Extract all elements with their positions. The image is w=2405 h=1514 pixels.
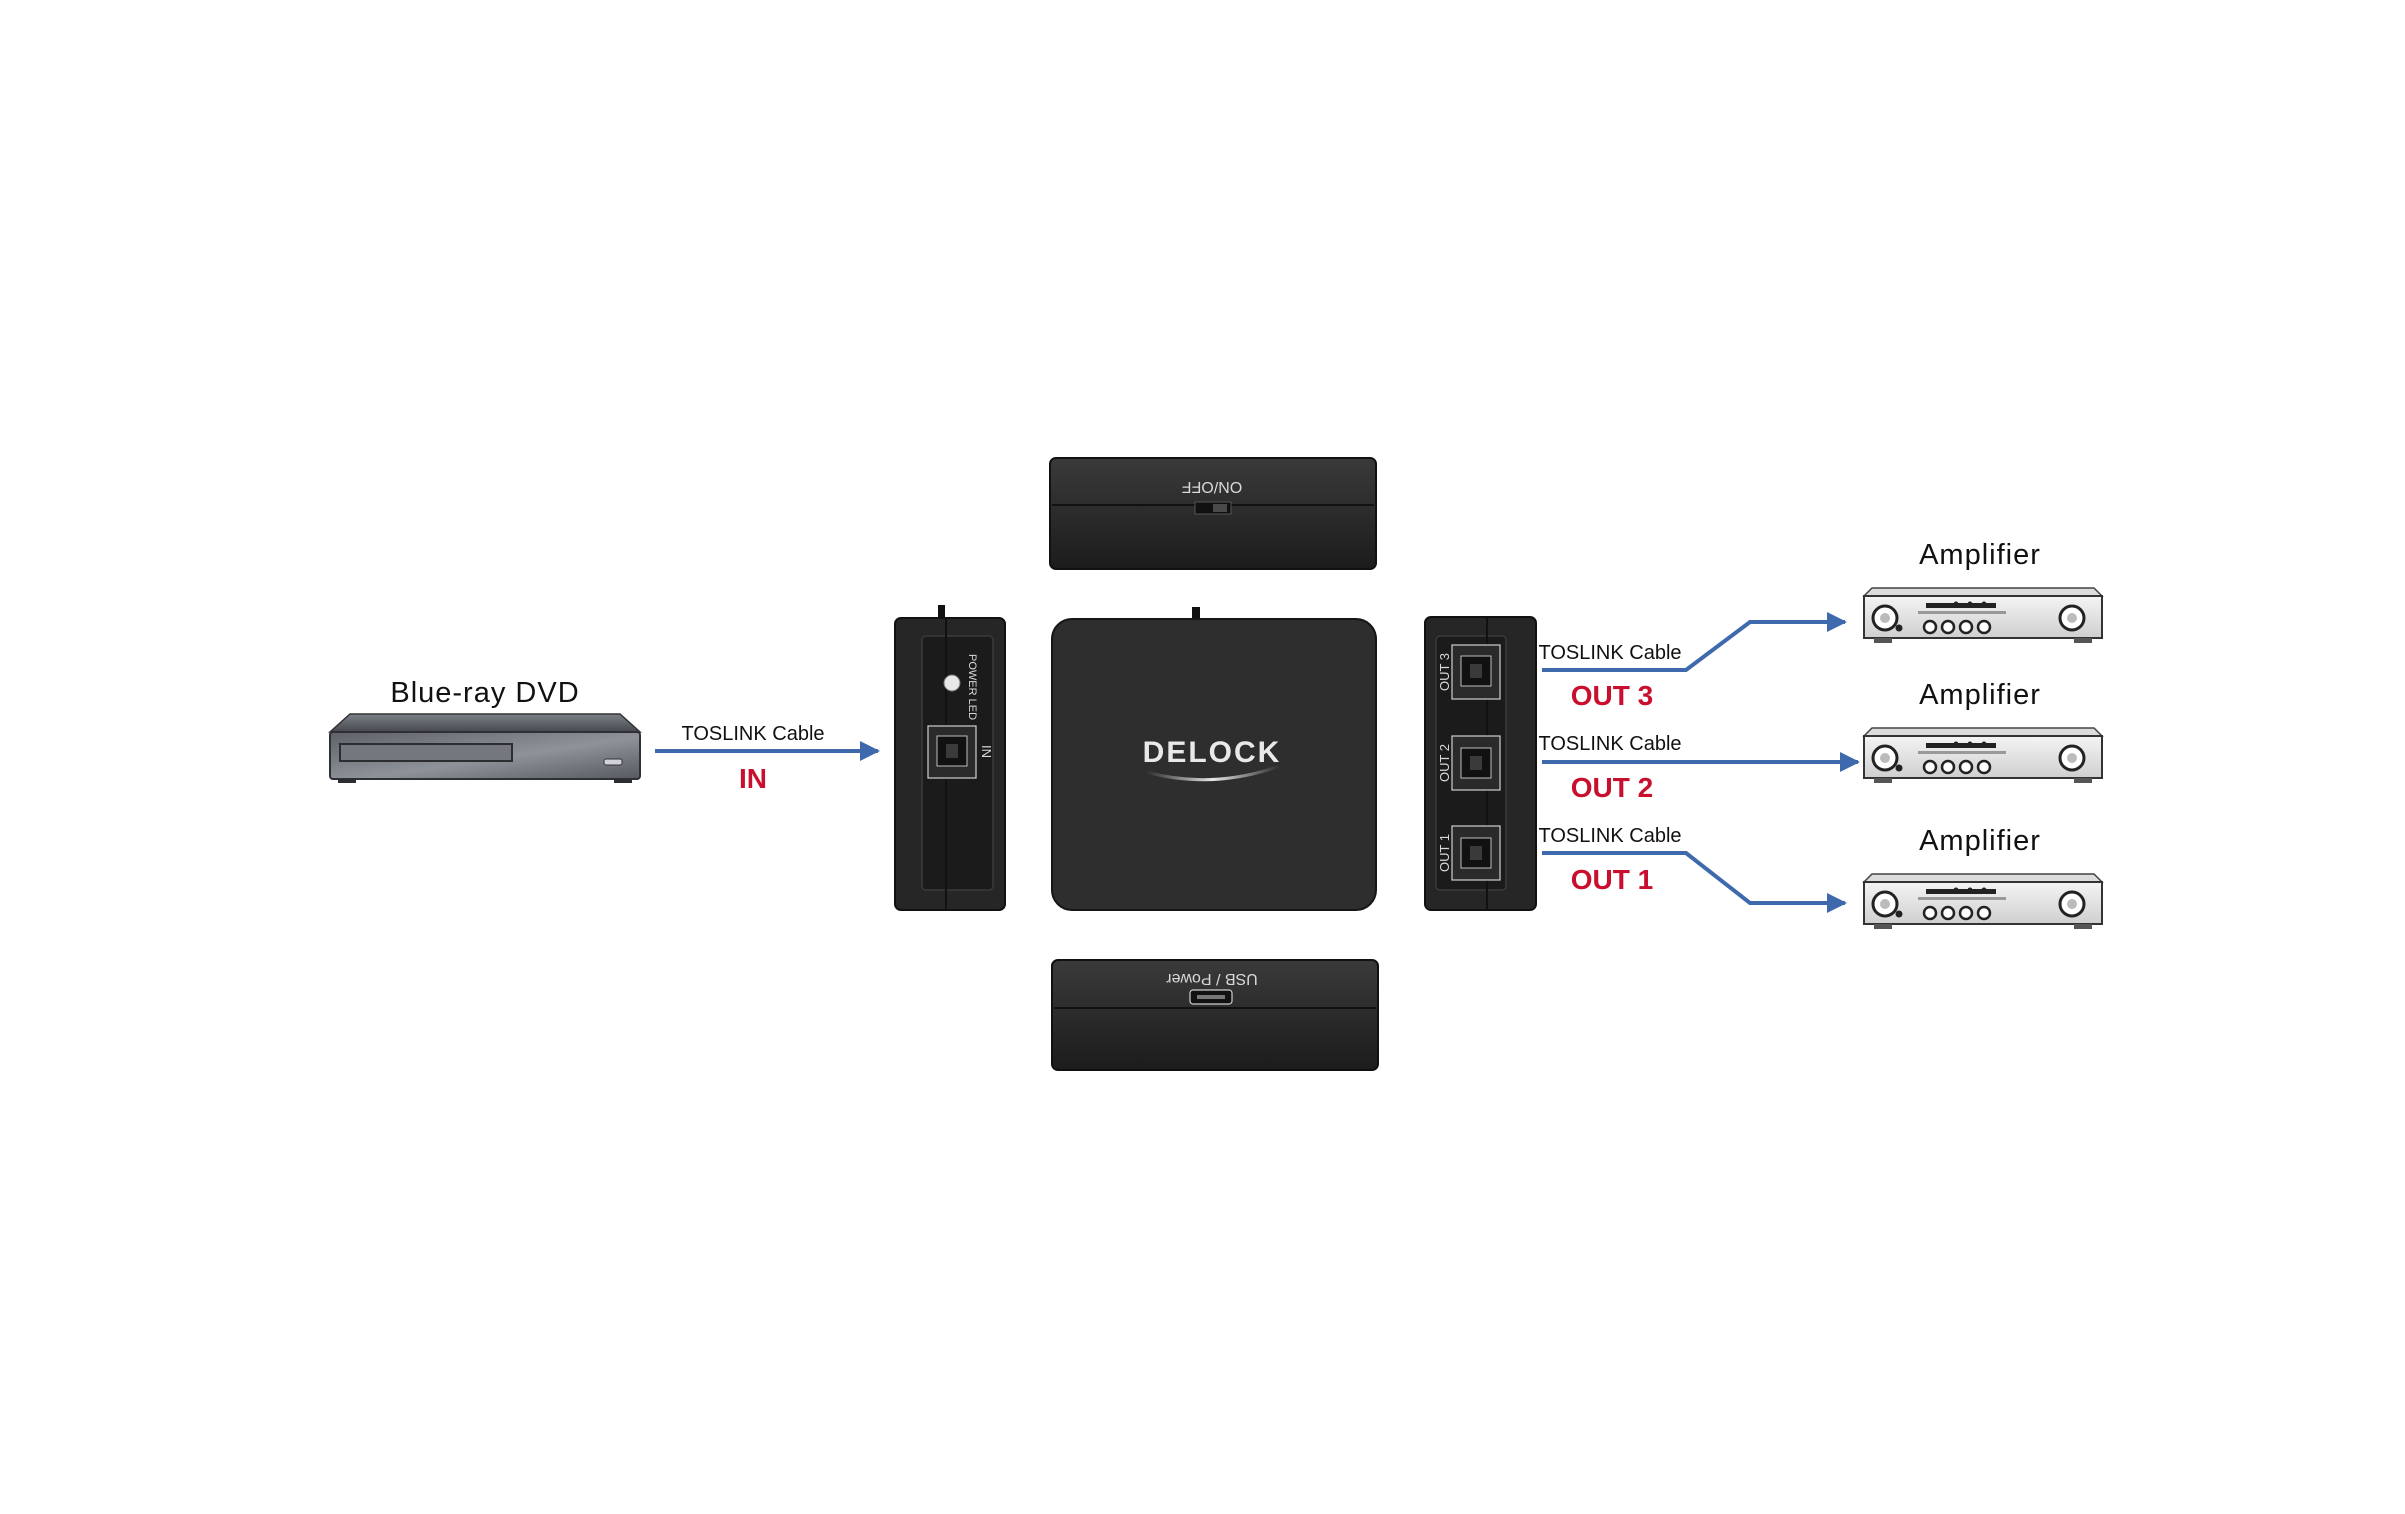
out3-port: OUT 3 bbox=[1437, 644, 1501, 700]
out2-cable-label: TOSLINK Cable bbox=[1538, 733, 1681, 755]
out3-cable-arrow bbox=[1542, 612, 1847, 672]
amplifier-1: Amplifier bbox=[1862, 539, 2104, 643]
splitter-bottom-side: USB / Power bbox=[1051, 959, 1379, 1071]
bluray-disc-tray bbox=[339, 743, 513, 762]
in-cable-label: TOSLINK Cable bbox=[681, 723, 824, 745]
out2-port-label: OUT 2 bbox=[1571, 772, 1653, 803]
out3-side-label: OUT 3 bbox=[1437, 653, 1452, 691]
splitter-input-side: POWER LED IN bbox=[894, 605, 1006, 911]
power-led-label: POWER LED bbox=[966, 654, 978, 720]
amplifier-3-label: Amplifier bbox=[1919, 825, 2041, 857]
delock-logo: DELOCK bbox=[1143, 736, 1282, 769]
logo-swoosh bbox=[1145, 764, 1281, 782]
bluray-label: Blue-ray DVD bbox=[390, 677, 579, 709]
out1-port-label: OUT 1 bbox=[1571, 864, 1653, 895]
out1-cable-arrow bbox=[1542, 851, 1847, 913]
power-led bbox=[943, 674, 961, 692]
output-cable-2: TOSLINK Cable OUT 2 bbox=[1538, 733, 1860, 803]
bluray-button bbox=[603, 758, 623, 766]
amplifier-3: Amplifier bbox=[1862, 825, 2104, 929]
out2-port: OUT 2 bbox=[1437, 735, 1501, 791]
splitter-top-side: ON/OFF bbox=[1049, 457, 1377, 570]
in-port-label: IN bbox=[739, 763, 767, 794]
on-off-label: ON/OFF bbox=[1182, 478, 1243, 495]
in-side-label: IN bbox=[979, 745, 994, 758]
amplifier-1-label: Amplifier bbox=[1919, 539, 2041, 571]
out1-cable-label: TOSLINK Cable bbox=[1538, 825, 1681, 847]
output-cable-1: TOSLINK Cable OUT 1 bbox=[1538, 825, 1847, 913]
out3-port-label: OUT 3 bbox=[1571, 680, 1653, 711]
input-cable: TOSLINK Cable IN bbox=[655, 723, 880, 794]
bluray-top-surface bbox=[328, 713, 642, 733]
splitter-top-view: DELOCK bbox=[1051, 607, 1377, 911]
out3-cable-label: TOSLINK Cable bbox=[1538, 642, 1681, 664]
usb-power-label: USB / Power bbox=[1166, 970, 1258, 987]
out1-side-label: OUT 1 bbox=[1437, 834, 1452, 872]
out1-port: OUT 1 bbox=[1437, 825, 1501, 881]
output-cable-3: TOSLINK Cable OUT 3 bbox=[1538, 612, 1847, 711]
out2-side-label: OUT 2 bbox=[1437, 744, 1452, 782]
bluray-player: Blue-ray DVD bbox=[328, 677, 642, 783]
splitter-output-side: OUT 3 OUT 2 OUT 1 bbox=[1424, 616, 1537, 911]
amplifier-2-label: Amplifier bbox=[1919, 679, 2041, 711]
amplifier-2: Amplifier bbox=[1862, 679, 2104, 783]
